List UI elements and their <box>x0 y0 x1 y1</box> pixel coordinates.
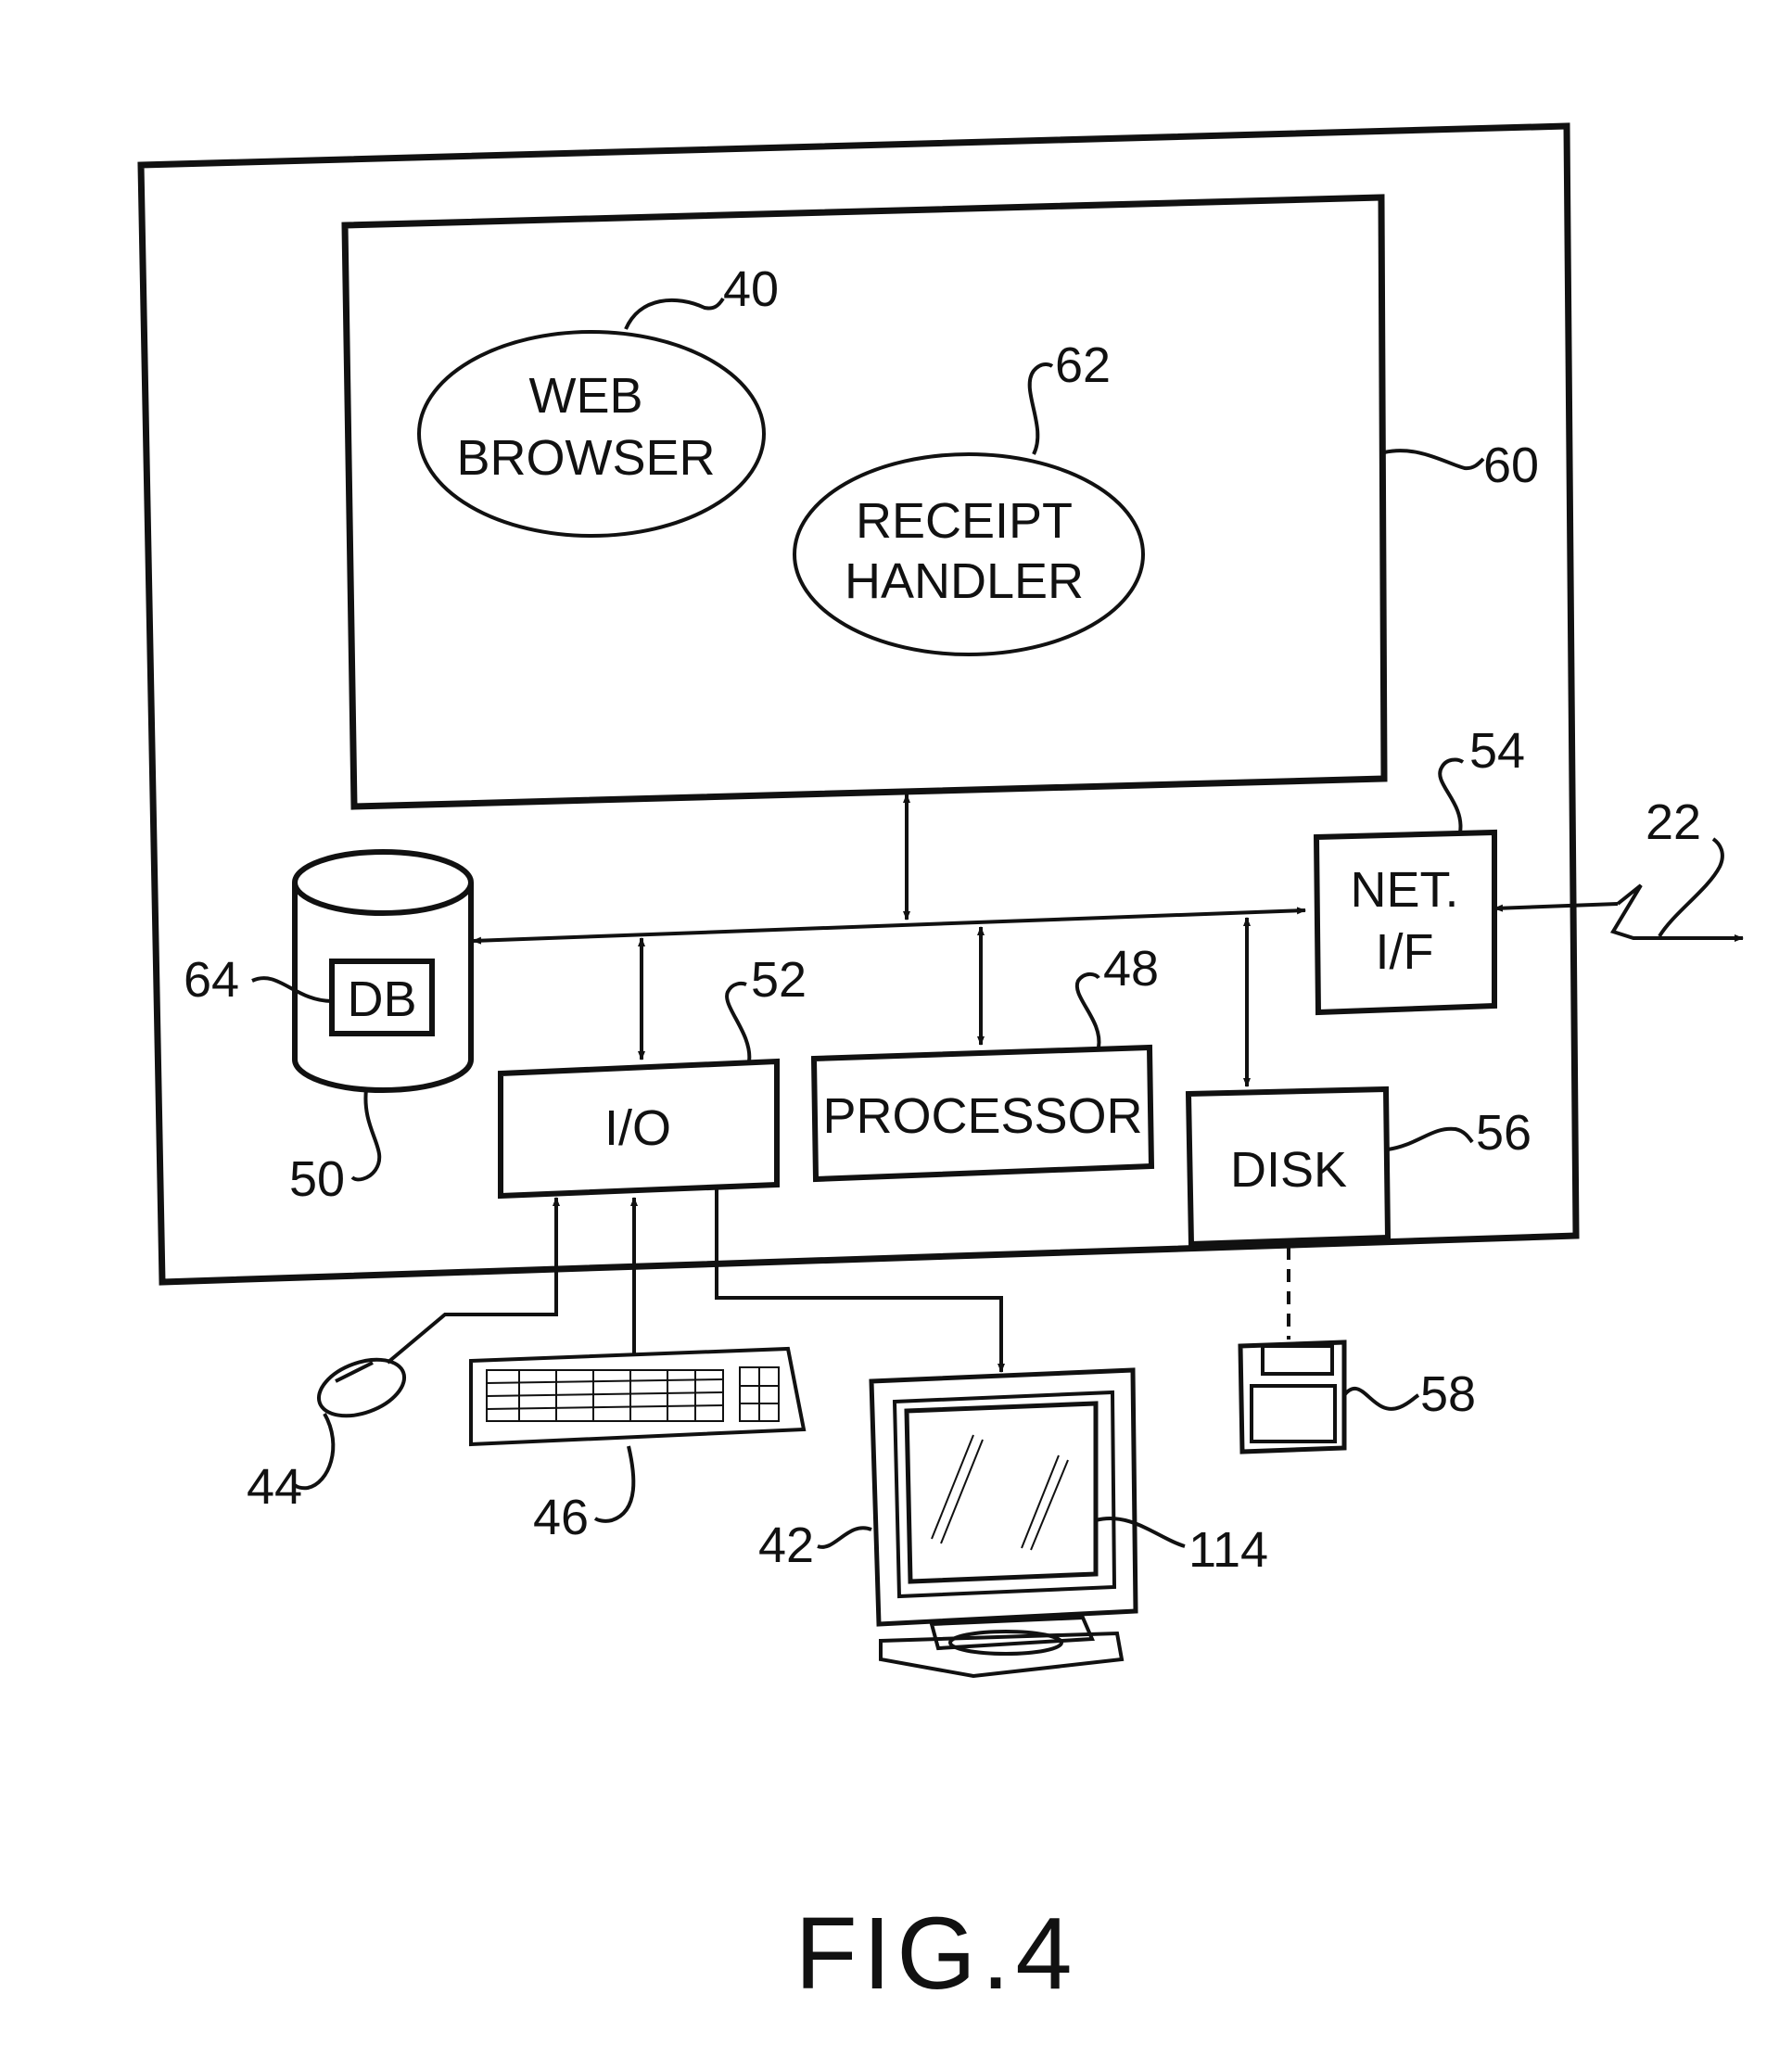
ref-50: 50 <box>289 1151 345 1207</box>
leader-56 <box>1388 1129 1472 1149</box>
leader-54 <box>1440 760 1463 832</box>
ref-56: 56 <box>1476 1105 1531 1161</box>
database-cylinder-top <box>295 852 471 913</box>
leader-58 <box>1344 1389 1418 1409</box>
leader-62 <box>1030 364 1052 454</box>
ref-58: 58 <box>1420 1366 1476 1422</box>
ref-114: 114 <box>1188 1522 1268 1578</box>
leader-60 <box>1384 451 1483 468</box>
ref-44: 44 <box>247 1459 302 1515</box>
io-label: I/O <box>604 1100 671 1156</box>
leader-48 <box>1077 974 1099 1048</box>
floppy-shutter <box>1263 1346 1332 1374</box>
figure-caption: FIG.4 <box>794 1897 1077 2011</box>
ref-48: 48 <box>1103 941 1159 997</box>
ref-42: 42 <box>758 1518 814 1573</box>
ref-52: 52 <box>751 952 807 1008</box>
ref-60: 60 <box>1483 438 1539 493</box>
leader-40 <box>626 298 723 329</box>
leader-50 <box>352 1089 379 1179</box>
leader-42 <box>818 1528 871 1547</box>
floppy-label-area <box>1252 1386 1335 1441</box>
net-if-box <box>1316 832 1494 1012</box>
ref-64: 64 <box>184 952 239 1008</box>
keyboard-keys-icon <box>487 1367 779 1421</box>
leader-52 <box>727 984 749 1061</box>
monitor-screen <box>907 1403 1096 1581</box>
ref-54: 54 <box>1469 723 1525 779</box>
leader-46 <box>595 1446 633 1521</box>
leader-22 <box>1659 839 1722 936</box>
system-bus <box>473 910 1305 941</box>
monitor-link <box>717 1185 1001 1372</box>
floppy-disk <box>1240 1342 1344 1452</box>
mouse-link <box>388 1198 556 1363</box>
processor-label: PROCESSOR <box>822 1088 1142 1144</box>
receipt-handler-label-line1: RECEIPT <box>856 493 1073 549</box>
net-if-link <box>1494 904 1618 908</box>
monitor-bezel <box>895 1392 1114 1596</box>
db-label: DB <box>347 972 416 1027</box>
leader-114 <box>1096 1518 1185 1546</box>
ref-46: 46 <box>533 1490 589 1545</box>
ref-22: 22 <box>1646 794 1701 850</box>
web-browser-label-line1: WEB <box>528 368 642 424</box>
ref-40: 40 <box>723 261 779 317</box>
ref-62: 62 <box>1055 337 1111 393</box>
net-if-label-line2: I/F <box>1376 924 1434 980</box>
keyboard-icon <box>471 1349 804 1444</box>
web-browser-label-line2: BROWSER <box>456 430 715 486</box>
screen-glare-icon <box>932 1435 1068 1550</box>
disk-label: DISK <box>1230 1142 1347 1198</box>
receipt-handler-label-line2: HANDLER <box>845 553 1084 609</box>
net-if-label-line1: NET. <box>1350 862 1458 918</box>
